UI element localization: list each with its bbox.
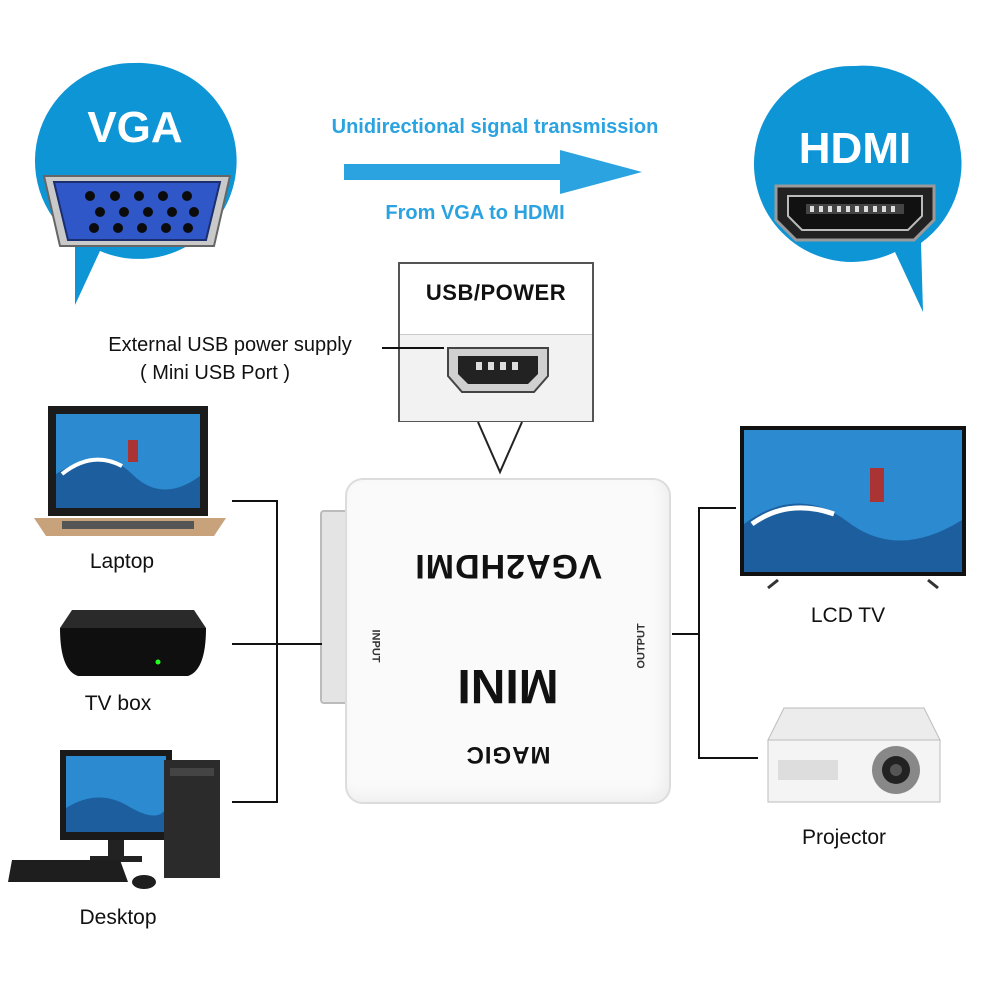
adapter-input-label: INPUT — [369, 629, 382, 663]
lcd-tv-connector-line — [698, 507, 736, 509]
adapter-mini: MINI — [457, 659, 559, 712]
projector-icon — [764, 700, 944, 817]
tv-box-label: TV box — [84, 692, 152, 715]
output-bus-line — [698, 507, 700, 759]
laptop-icon — [32, 404, 228, 545]
projector-connector-line — [698, 757, 758, 759]
tvbox-connector-line — [232, 643, 278, 645]
tv-box-icon — [58, 604, 208, 689]
vga-title: VGA — [87, 103, 183, 152]
usb-power-inset: USB/POWER — [398, 262, 594, 422]
arrow-right-icon — [340, 148, 645, 201]
hdmi-connector-icon — [770, 180, 940, 251]
desktop-connector-line — [232, 801, 278, 803]
input-bus-line — [276, 500, 278, 803]
adapter-model: VGA2HDMI — [414, 547, 602, 585]
signal-line2: From VGA to HDMI — [385, 202, 565, 224]
adapter-brand: MAGIC — [465, 741, 551, 768]
vga-connector-icon — [38, 170, 236, 257]
output-from-adapter-line — [672, 633, 700, 635]
desktop-label: Desktop — [79, 906, 157, 929]
hdmi-title: HDMI — [798, 124, 912, 173]
vga-bubble: VGA — [30, 55, 240, 315]
laptop-connector-line — [232, 500, 278, 502]
adapter-output-label: OUTPUT — [635, 623, 648, 669]
signal-line1: Unidirectional signal transmission — [331, 116, 659, 138]
input-to-adapter-line — [276, 643, 322, 645]
vga2hdmi-adapter: VGA2HDMI MINI MAGIC INPUT OUTPUT — [345, 478, 671, 804]
laptop-label: Laptop — [89, 550, 155, 573]
usb-description-line2: ( Mini USB Port ) — [139, 362, 291, 384]
hdmi-bubble: HDMI — [745, 60, 965, 320]
inset-pointer — [470, 420, 530, 481]
desktop-icon — [8, 748, 224, 903]
usb-title: USB/POWER — [425, 280, 567, 305]
projector-label: Projector — [801, 826, 887, 849]
usb-leader-line — [382, 347, 444, 349]
usb-description-line1: External USB power supply — [108, 334, 352, 356]
lcd-tv-label: LCD TV — [810, 604, 886, 627]
lcd-tv-icon — [738, 424, 968, 595]
mini-usb-port-icon — [442, 342, 554, 403]
